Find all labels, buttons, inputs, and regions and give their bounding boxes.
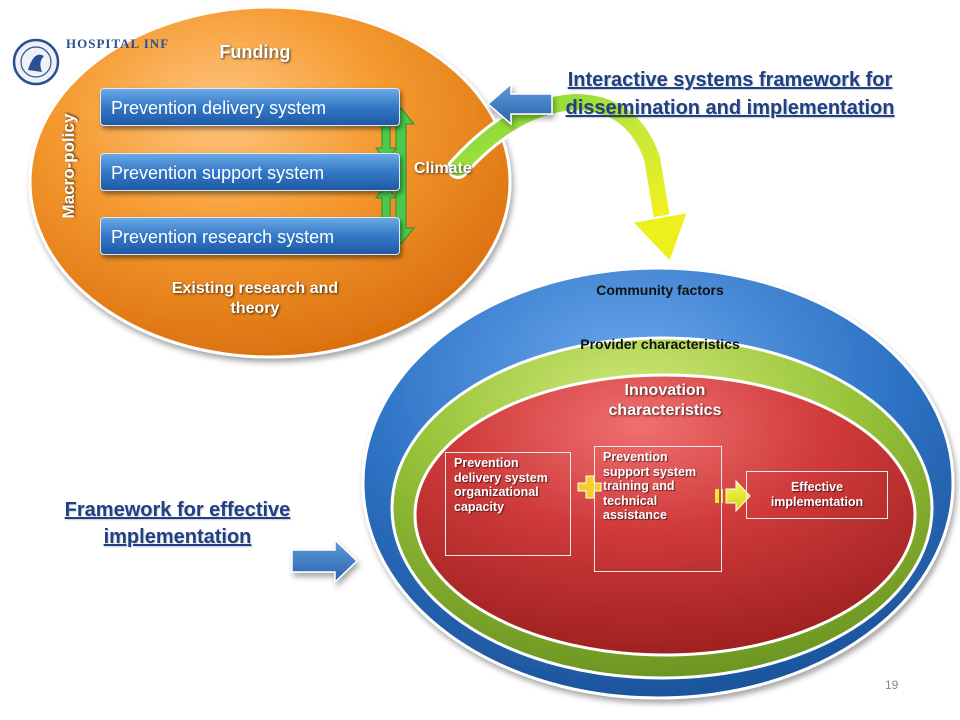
prevention-research-system-box: Prevention research system bbox=[100, 217, 400, 255]
prevention-delivery-capacity-box: Prevention delivery system organizationa… bbox=[445, 452, 571, 556]
interactive-systems-title: Interactive systems framework for dissem… bbox=[565, 69, 895, 119]
funding-label: Funding bbox=[219, 42, 291, 62]
existing-research-label: Existing research and theory bbox=[171, 280, 339, 317]
left-arrow-icon bbox=[486, 82, 553, 126]
hospital-seal-icon bbox=[12, 38, 60, 86]
community-factors-label: Community factors bbox=[596, 282, 724, 298]
innovation-characteristics-label: Innovation characteristics bbox=[608, 382, 722, 419]
provider-characteristics-label: Provider characteristics bbox=[580, 336, 740, 352]
hospital-logo-text: HOSPITAL INF bbox=[66, 36, 170, 51]
effective-implementation-box: Effective implementation bbox=[746, 471, 888, 519]
prevention-support-training-box: Prevention support system training and t… bbox=[594, 446, 722, 572]
page-number: 19 bbox=[885, 678, 899, 692]
climate-label: Climate bbox=[414, 160, 472, 177]
framework-title: Framework for effective implementation bbox=[64, 499, 291, 548]
prevention-support-system-box: Prevention support system bbox=[100, 153, 400, 191]
prevention-delivery-system-box: Prevention delivery system bbox=[100, 88, 400, 126]
right-arrow-icon bbox=[291, 538, 359, 584]
innovation-ellipse bbox=[413, 373, 917, 657]
right-arrow-small-icon bbox=[715, 479, 751, 513]
plus-icon bbox=[577, 475, 602, 499]
curved-arrow-icon bbox=[447, 90, 690, 264]
macro-policy-label: Macro-policy bbox=[59, 113, 78, 219]
